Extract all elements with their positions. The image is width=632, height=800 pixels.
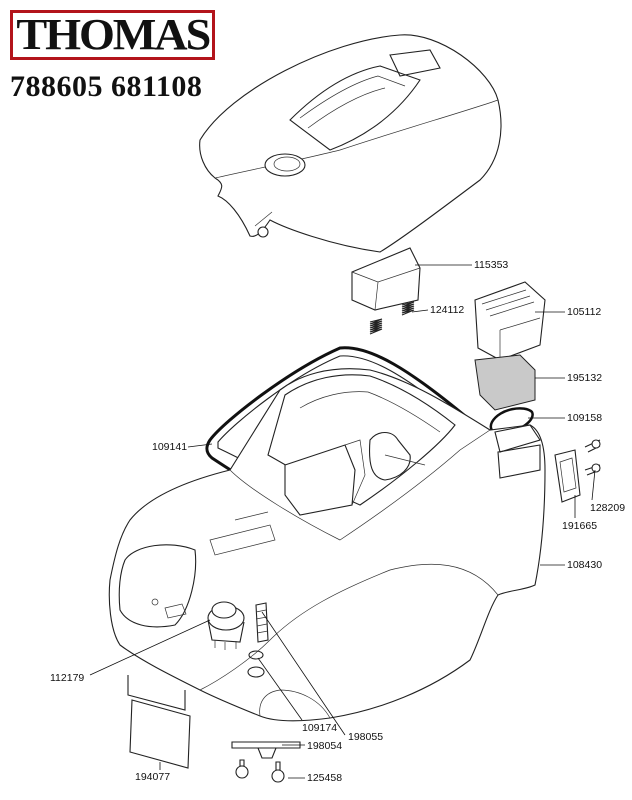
latch-clip <box>554 449 581 503</box>
springs <box>369 301 415 335</box>
filter-cartridge <box>474 281 546 361</box>
callout-191665: 191665 <box>562 520 598 532</box>
callout-125458: 125458 <box>307 772 343 784</box>
callout-198055: 198055 <box>348 731 384 743</box>
small-screws <box>584 439 601 476</box>
main-body <box>108 368 546 722</box>
callout-109158: 109158 <box>567 412 603 424</box>
hose-connector <box>247 602 269 678</box>
callout-109141: 109141 <box>152 441 188 453</box>
callout-108430: 108430 <box>567 559 603 571</box>
bracket <box>231 741 301 759</box>
model-part-numbers: 788605 681108 <box>10 70 203 103</box>
callout-195132: 195132 <box>567 372 603 384</box>
brand-logo: THOMAS <box>10 10 215 60</box>
callout-105112: 105112 <box>567 306 602 318</box>
nameplate <box>129 699 191 769</box>
brand-logo-text: THOMAS <box>16 10 211 59</box>
callout-115353: 115353 <box>474 259 509 271</box>
bottom-screws <box>235 759 285 783</box>
callout-124112: 124112 <box>430 304 465 316</box>
float-housing <box>351 247 421 311</box>
callout-128209: 128209 <box>590 502 626 514</box>
filter-foam <box>474 354 536 411</box>
callout-198054: 198054 <box>307 740 343 752</box>
callout-109174: 109174 <box>302 722 338 734</box>
leader-lines <box>89 264 596 779</box>
callout-194077: 194077 <box>135 771 171 783</box>
power-switch <box>207 601 245 650</box>
callout-112179: 112179 <box>50 672 85 684</box>
top-lid <box>199 34 502 253</box>
